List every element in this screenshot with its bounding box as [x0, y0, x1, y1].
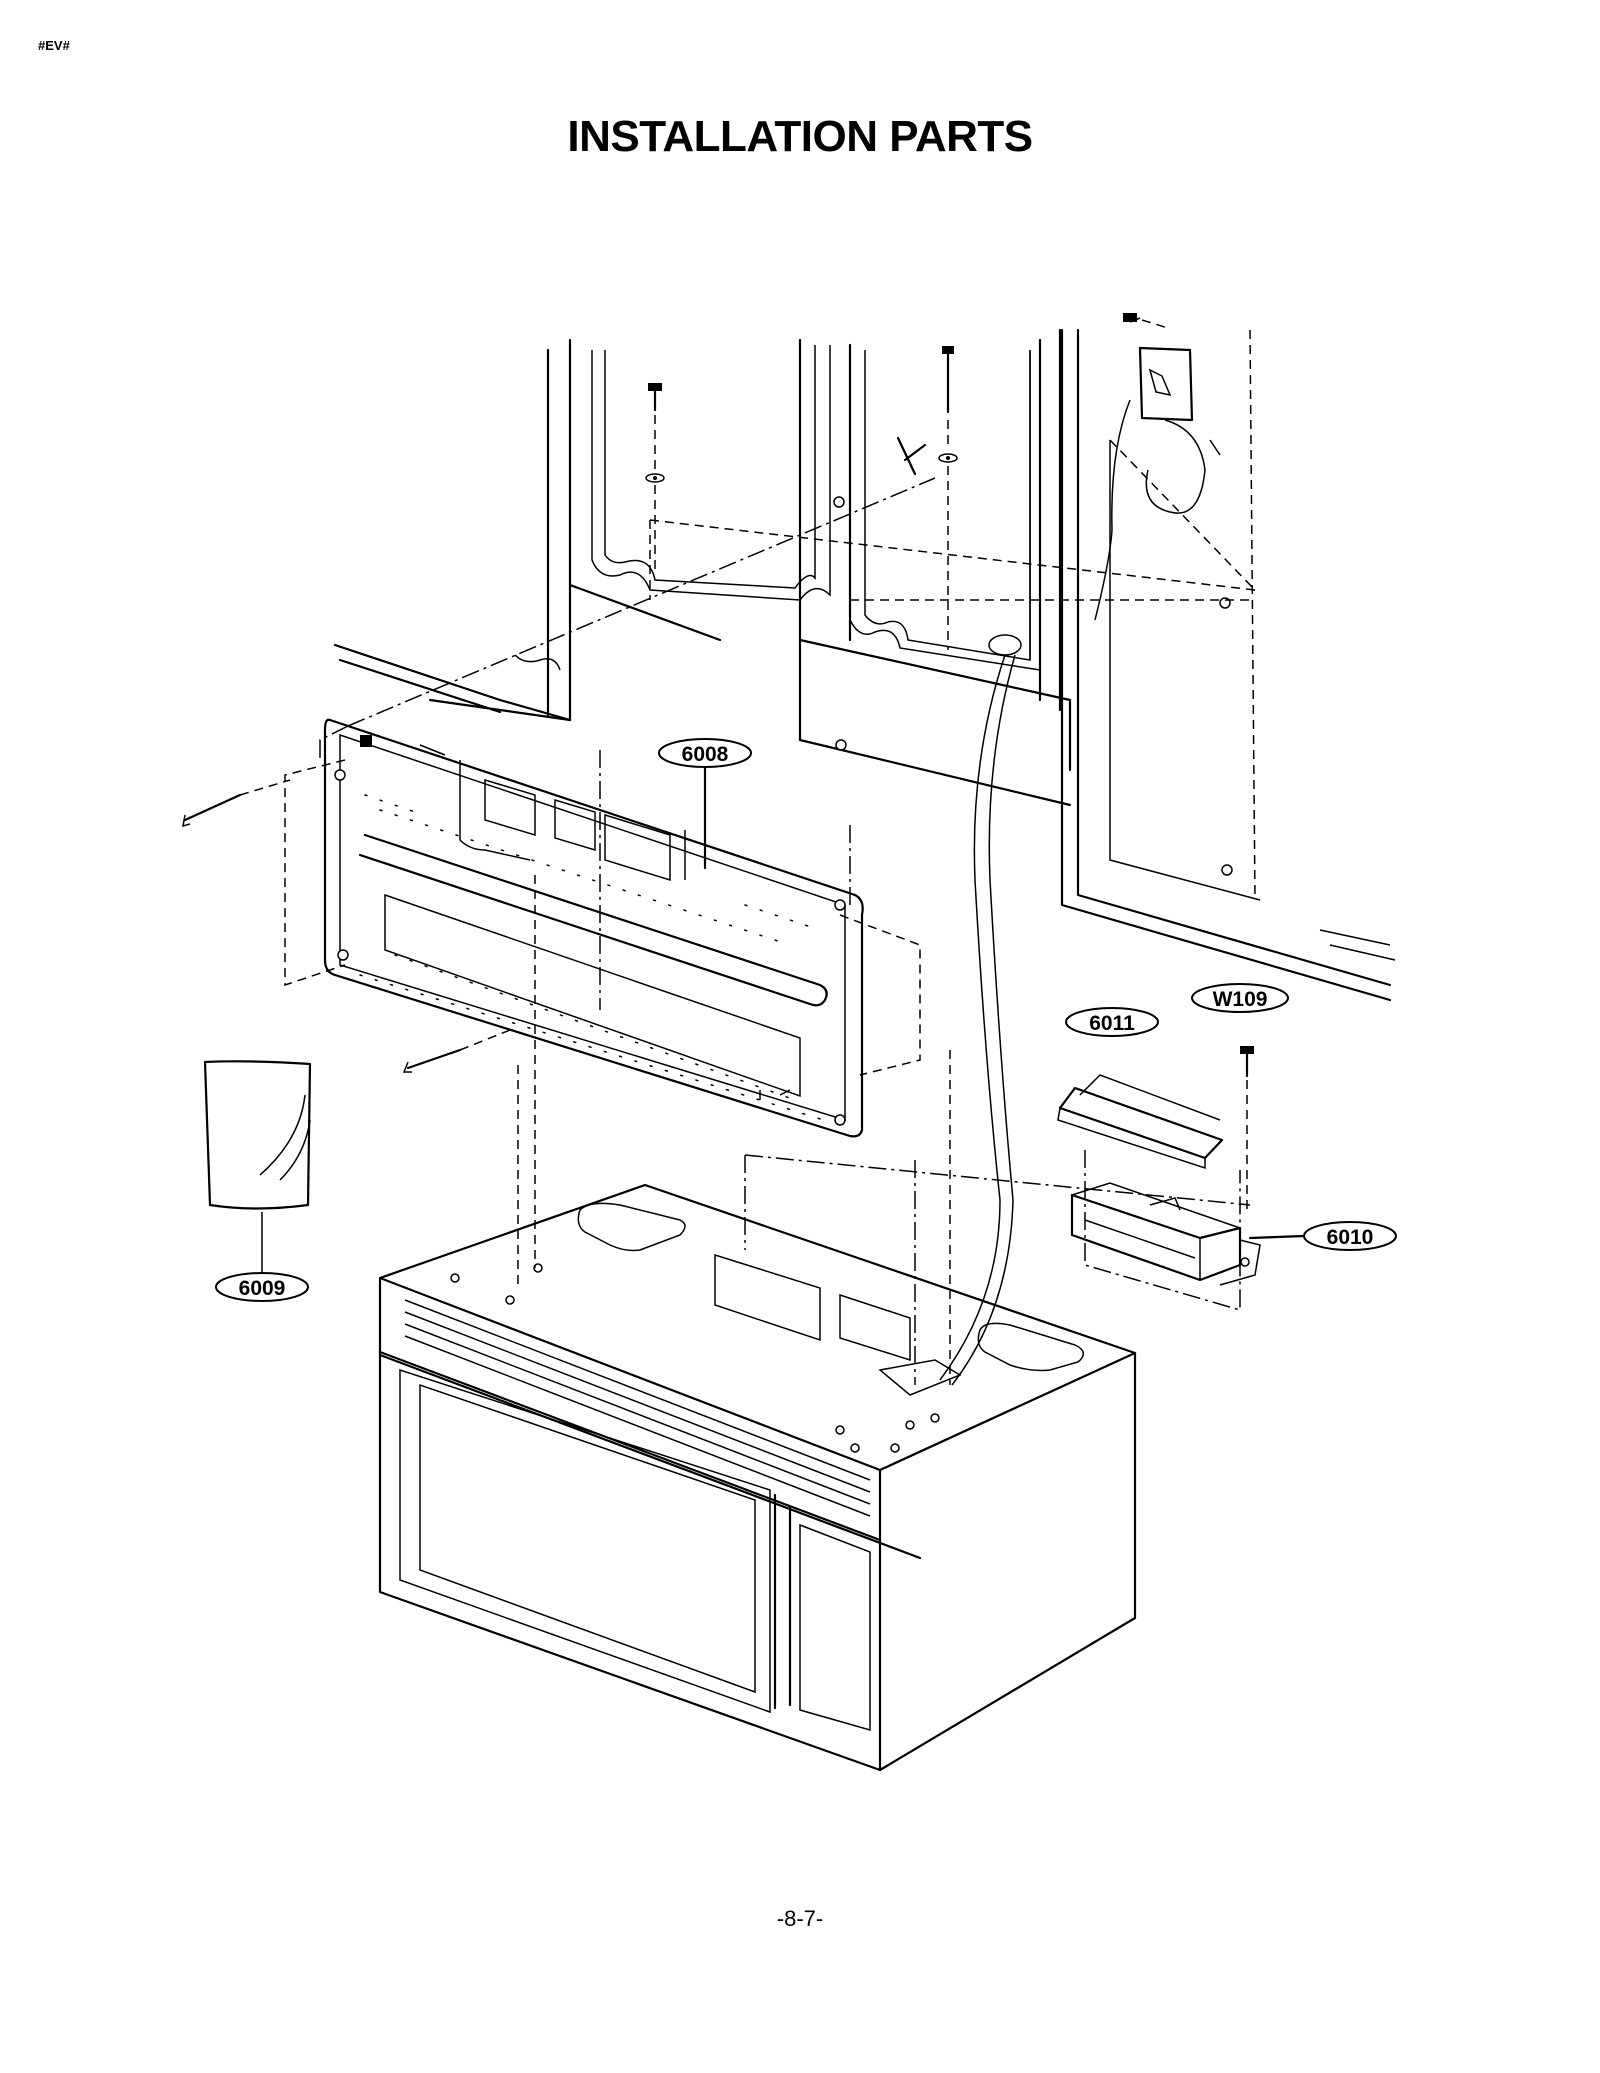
microwave-oven	[378, 1183, 1137, 1772]
page-number: -8-7-	[776, 1906, 824, 1931]
upper-cabinets	[333, 328, 1396, 1002]
callout-label-w109: W109	[1213, 988, 1268, 1011]
callout-6009: 6009	[215, 1272, 309, 1302]
document-code: #EV#	[38, 38, 70, 53]
callout-6011: 6011	[1065, 1007, 1159, 1037]
junction-box	[1070, 1182, 1261, 1286]
callout-6010: 6010	[1248, 1221, 1397, 1251]
callout-6008: 6008	[658, 738, 752, 870]
callout-label-6010: 6010	[1327, 1226, 1374, 1249]
mounting-plate	[284, 718, 921, 1138]
screws-top	[645, 313, 1169, 650]
callout-w109: W109	[1191, 983, 1289, 1013]
power-outlet-and-cord	[939, 346, 1221, 1386]
cover-part	[1057, 1074, 1224, 1170]
page-title: INSTALLATION PARTS	[567, 112, 1033, 161]
side-screws	[182, 779, 511, 1073]
callout-label-6011: 6011	[1089, 1012, 1135, 1035]
callout-label-6008: 6008	[682, 743, 729, 766]
callout-label-6009: 6009	[239, 1277, 286, 1300]
w109-screw	[1240, 1046, 1254, 1210]
template-bag	[203, 1060, 312, 1272]
